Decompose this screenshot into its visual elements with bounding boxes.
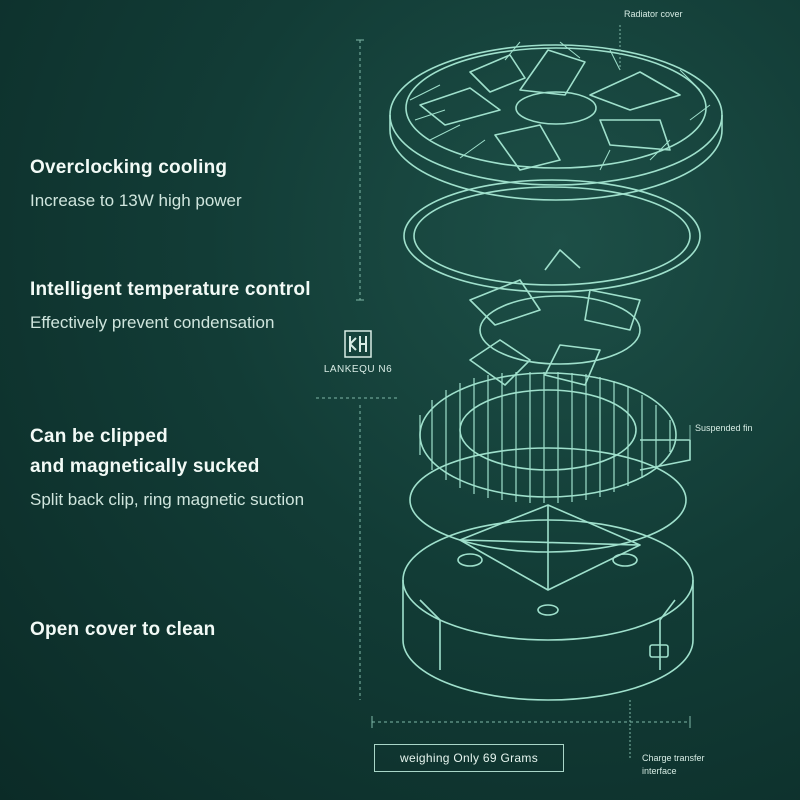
suspended-fin — [419, 372, 691, 503]
callout-charge-interface: Charge transfer interface — [642, 752, 705, 778]
feature-title: Intelligent temperature control — [30, 279, 311, 300]
feature-clip-magnetic: Can be clipped and magnetically sucked S… — [30, 422, 304, 514]
base-housing — [402, 447, 694, 701]
feature-temperature-control: Intelligent temperature control Effectiv… — [30, 275, 311, 337]
feature-title-line1: Can be clipped — [30, 426, 168, 447]
fan-blades — [469, 249, 641, 386]
feature-description: Increase to 13W high power — [30, 191, 242, 210]
weight-label: weighing Only 69 Grams — [374, 744, 564, 772]
brand-name: LANKEQU N6 — [323, 364, 393, 375]
callout-radiator-cover: Radiator cover — [624, 9, 683, 19]
feature-open-cover: Open cover to clean — [30, 615, 215, 645]
brand: LANKEQU N6 — [318, 330, 398, 375]
feature-title: Open cover to clean — [30, 619, 216, 640]
brand-logo-icon — [344, 330, 372, 358]
callout-suspended-fin: Suspended fin — [695, 423, 753, 433]
leader-lines — [316, 25, 691, 760]
callout-charge-line1: Charge transfer — [642, 753, 705, 763]
feature-description: Effectively prevent condensation — [30, 313, 275, 332]
callout-charge-line2: interface — [642, 766, 677, 776]
feature-title-line2: and magnetically sucked — [30, 456, 260, 477]
magnetic-ring — [403, 179, 701, 293]
feature-description: Split back clip, ring magnetic suction — [30, 490, 305, 509]
radiator-cover — [389, 41, 723, 201]
feature-overclocking: Overclocking cooling Increase to 13W hig… — [30, 153, 242, 215]
feature-title: Overclocking cooling — [30, 157, 228, 178]
